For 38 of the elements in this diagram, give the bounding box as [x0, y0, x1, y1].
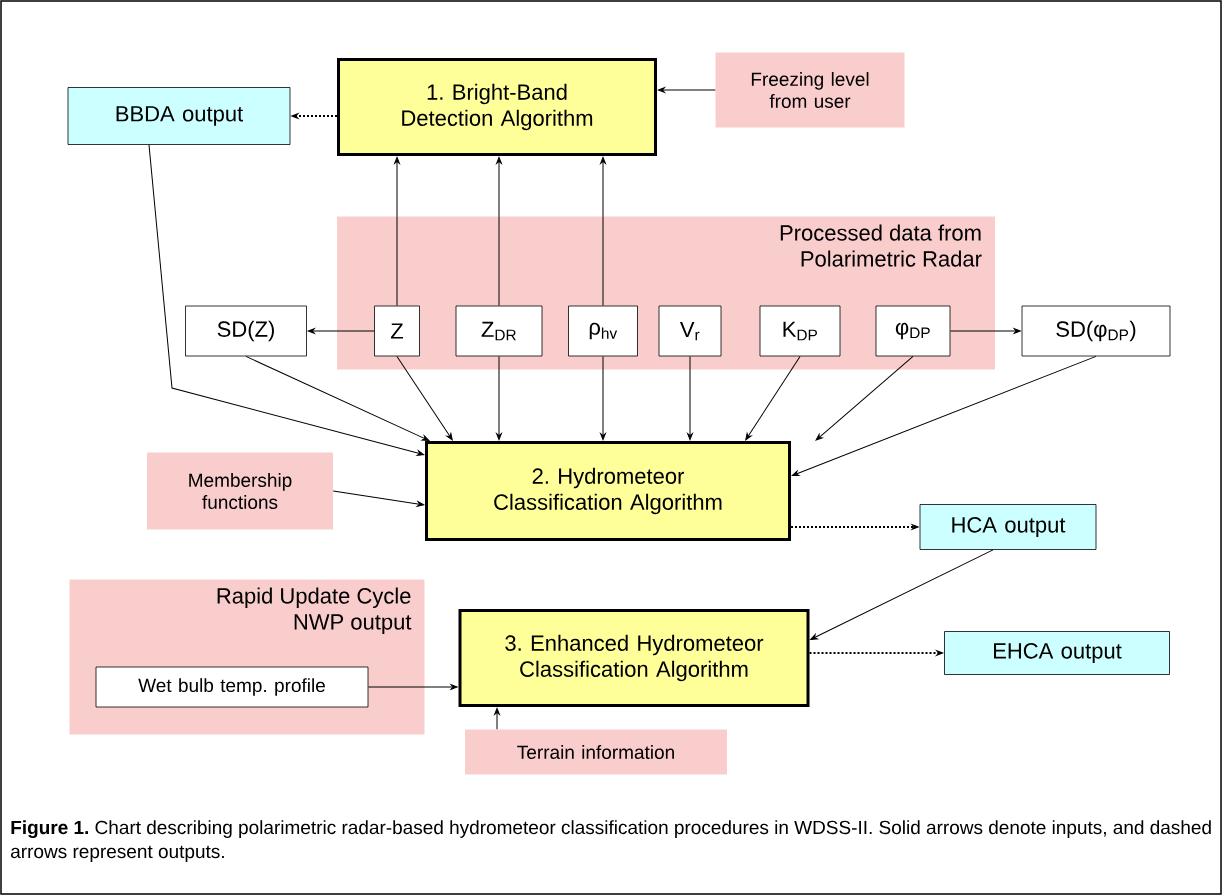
arrow	[394, 156, 400, 307]
variable-box: SD(φ$_{DP}$)	[1021, 305, 1171, 357]
variable-box: φ$_{DP}$	[875, 305, 951, 357]
input-box: Membership functions	[147, 452, 333, 530]
algorithm-box: 3. Enhanced Hydrometeor Classification Algorithm	[458, 609, 810, 707]
arrow	[600, 156, 606, 307]
input-box: Terrain information	[465, 729, 727, 775]
arrow	[332, 490, 425, 507]
arrow	[815, 355, 914, 441]
output-box: HCA output	[919, 504, 1097, 550]
arrow	[600, 355, 606, 441]
arrow	[367, 684, 458, 690]
arrow	[791, 355, 1097, 476]
arrow	[496, 156, 502, 307]
variable-box: Z	[374, 305, 420, 357]
arrow	[949, 328, 1021, 334]
arrow	[245, 355, 430, 441]
algorithm-box: 2. Hydrometeor Classification Algorithm	[425, 441, 791, 541]
caption: Figure 1. Chart describing polarimetric radar-based hydrometeor classification procedures in WDSS-II. Solid arrows denote inputs, and dashed arrows represent outputs.	[11, 820, 1211, 862]
variable-box: Z$_{DR}$	[455, 305, 543, 357]
input-box: Freezing level from user	[715, 52, 905, 128]
variable-box: V$_{r}$	[658, 305, 722, 357]
arrow	[657, 87, 716, 93]
algorithm-box: 1. Bright-Band Detection Algorithm	[337, 58, 657, 156]
output-box: EHCA output	[944, 631, 1170, 675]
arrow	[687, 355, 693, 441]
arrow	[810, 549, 994, 640]
output-box: BBDA output	[67, 87, 291, 145]
arrow	[745, 355, 801, 441]
arrow	[148, 144, 425, 456]
variable-box: SD(Z)	[185, 305, 307, 357]
variable-box: ρ$_{hv}$	[568, 305, 638, 357]
arrow	[396, 355, 453, 441]
arrow	[307, 328, 375, 334]
arrow	[494, 707, 500, 730]
variable-box: K$_{DP}$	[759, 305, 841, 357]
variable-box: Wet bulb temp. profile	[95, 666, 369, 708]
arrow	[496, 355, 502, 441]
